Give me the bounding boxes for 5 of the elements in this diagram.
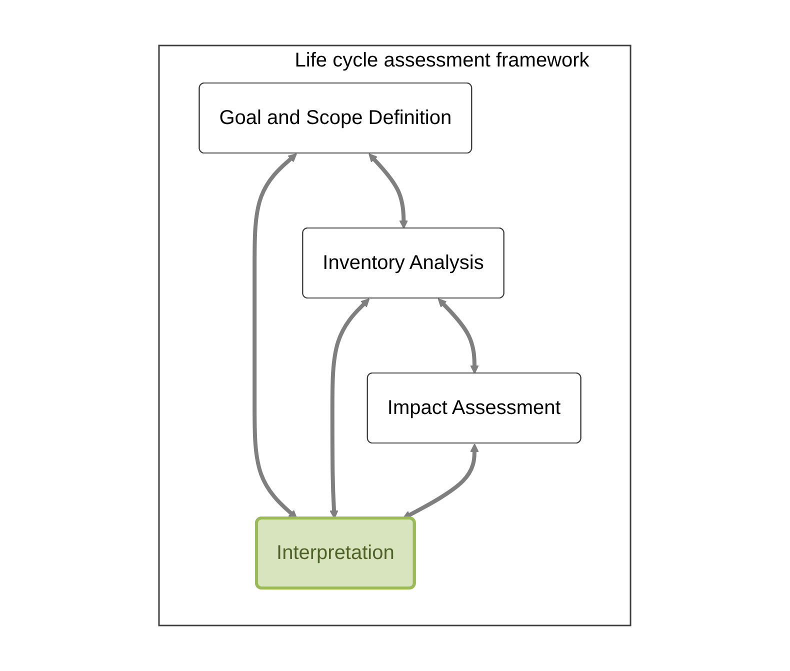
arrow [402,444,480,519]
arrow [438,298,480,374]
arrow [368,153,408,229]
arrow [330,298,370,519]
arrow [252,153,298,519]
